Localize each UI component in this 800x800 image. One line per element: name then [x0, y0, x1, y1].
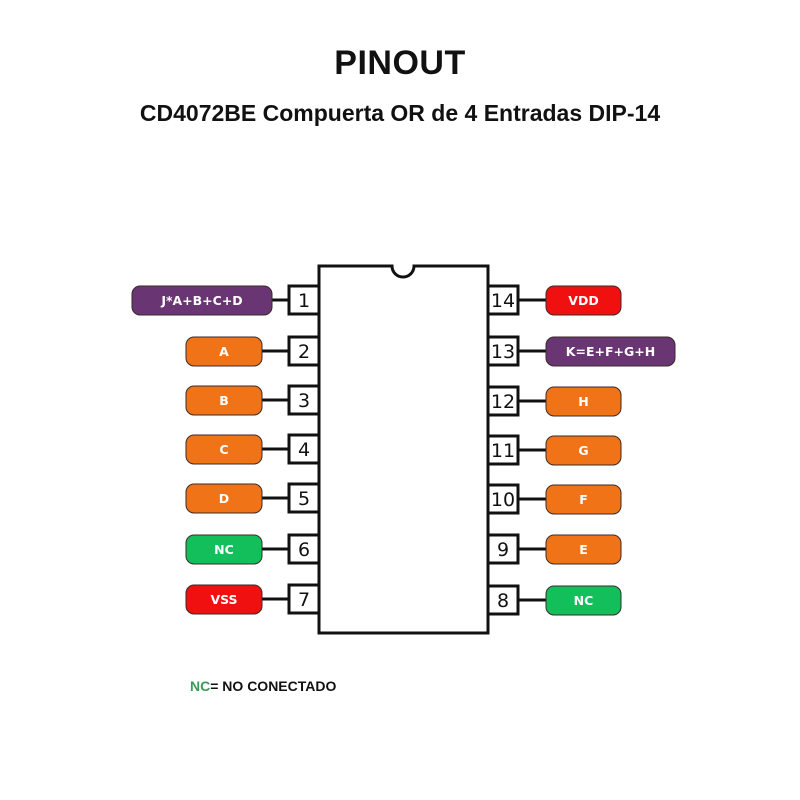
- legend: NC= NO CONECTADO: [190, 678, 336, 694]
- pin-number: 12: [491, 391, 515, 413]
- pin-label-badge: [131, 285, 273, 316]
- pin-number-box: [486, 483, 520, 515]
- pin-number: 14: [491, 290, 515, 312]
- pin-number-box: [287, 284, 321, 316]
- pin-label-badge: [545, 435, 622, 466]
- pin-label-text: E: [579, 542, 588, 557]
- pin-number: 13: [491, 341, 515, 363]
- pin-label-badge: [185, 336, 263, 367]
- pin-label-text: G: [578, 443, 588, 458]
- pin-label-text: D: [219, 491, 229, 506]
- pin-number: 1: [298, 290, 310, 312]
- pin-11: 11 G: [486, 434, 622, 466]
- pin-number: 11: [491, 440, 515, 462]
- pin-number-box: [486, 533, 520, 565]
- pin-label-badge: [545, 484, 622, 515]
- pin-8: 8 NC: [486, 584, 622, 616]
- pin-label-text: H: [578, 394, 588, 409]
- pin-number-box: [287, 384, 321, 416]
- pin-number: 9: [497, 539, 509, 561]
- pin-number: 10: [491, 489, 515, 511]
- pin-number: 5: [298, 488, 310, 510]
- pin-number: 4: [298, 439, 310, 461]
- pin-1: 1 J*A+B+C+D: [131, 284, 321, 316]
- pin-number-box: [486, 335, 520, 367]
- pin-label-text: NC: [574, 593, 594, 608]
- pin-label-text: A: [219, 344, 229, 359]
- pin-13: 13 K=E+F+G+H: [486, 335, 676, 367]
- pin-label-badge: [185, 584, 263, 615]
- pin-number: 2: [298, 341, 310, 363]
- pin-number-box: [287, 482, 321, 514]
- pin-10: 10 F: [486, 483, 622, 515]
- pin-number-box: [287, 433, 321, 465]
- pin-label-text: C: [219, 442, 228, 457]
- pin-number-box: [486, 584, 520, 616]
- pin-2: 2A: [185, 335, 321, 367]
- pin-label-badge: [545, 336, 676, 367]
- page-title: PINOUT: [334, 44, 466, 82]
- pin-label-badge: [185, 434, 263, 465]
- pin-label-text: F: [579, 492, 588, 507]
- pin-label-text: J*A+B+C+D: [160, 293, 242, 308]
- pin-label-badge: [185, 534, 263, 565]
- pin-14: 14 VDD: [486, 284, 622, 316]
- pin-label-text: VDD: [568, 293, 598, 308]
- pin-label-text: K=E+F+G+H: [566, 344, 655, 359]
- pin-label-badge: [545, 534, 622, 565]
- pin-number: 8: [497, 590, 509, 612]
- pin-number: 6: [298, 539, 310, 561]
- pin-number: 7: [298, 589, 310, 611]
- pin-number-box: [287, 533, 321, 565]
- pin-label-badge: [545, 285, 622, 316]
- pin-label-badge: [545, 585, 622, 616]
- pin-7: 7 VSS: [185, 583, 321, 615]
- pin-5: 5D: [185, 482, 321, 514]
- pin-label-badge: [545, 386, 622, 417]
- pin-6: 6 NC: [185, 533, 321, 565]
- pin-12: 12 H: [486, 385, 622, 417]
- pin-number-box: [486, 385, 520, 417]
- ic-body: [317, 264, 490, 635]
- pin-4: 4C: [185, 433, 321, 465]
- pin-label-text: NC: [214, 542, 234, 557]
- pin-number-box: [486, 284, 520, 316]
- page-subtitle: CD4072BE Compuerta OR de 4 Entradas DIP-…: [139, 100, 661, 126]
- pin-number: 3: [298, 390, 310, 412]
- pin-number-box: [287, 583, 321, 615]
- pin-label-badge: [185, 483, 263, 514]
- pin-label-badge: [185, 385, 263, 416]
- pin-label-text: B: [219, 393, 229, 408]
- pin-label-text: VSS: [210, 592, 237, 607]
- legend-text: = NO CONECTADO: [210, 678, 337, 694]
- pin-number-box: [486, 434, 520, 466]
- pin-number-box: [287, 335, 321, 367]
- pin-3: 3B: [185, 384, 321, 416]
- legend-abbr: NC: [190, 678, 211, 694]
